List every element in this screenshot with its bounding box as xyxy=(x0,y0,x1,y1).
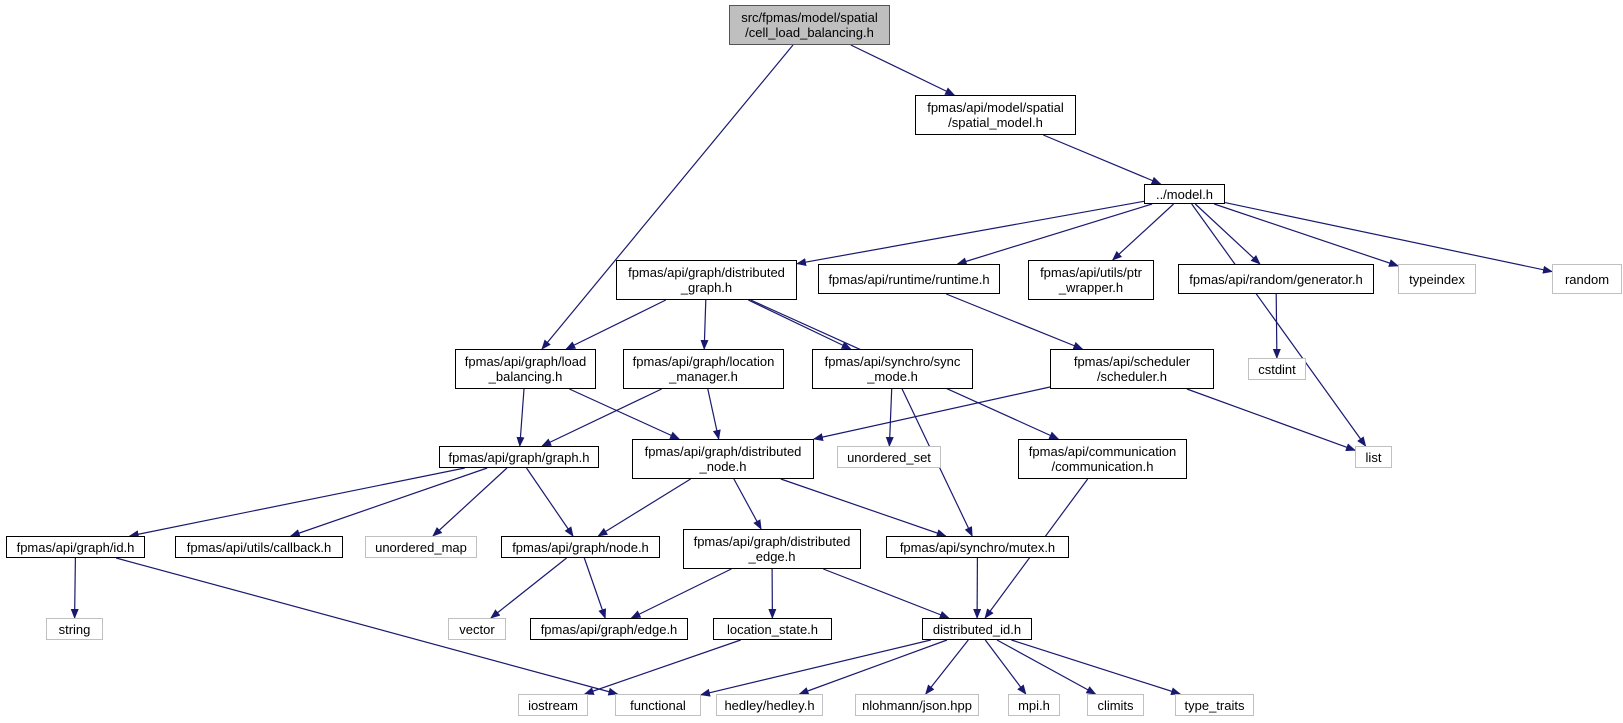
edge-distributed-node-to-mutex xyxy=(780,478,947,537)
node-edge[interactable]: fpmas/api/graph/edge.h xyxy=(530,618,688,640)
edge-distributed-id-to-type-traits xyxy=(1011,639,1182,696)
edge-graph-to-unordered-map xyxy=(432,467,508,537)
edge-node-to-vector xyxy=(490,557,567,619)
node-graph[interactable]: fpmas/api/graph/graph.h xyxy=(439,446,599,468)
node-sync-mode[interactable]: fpmas/api/synchro/sync _mode.h xyxy=(812,349,973,389)
node-typeindex: typeindex xyxy=(1398,264,1476,294)
node-location-state[interactable]: location_state.h xyxy=(713,618,832,640)
node-scheduler[interactable]: fpmas/api/scheduler /scheduler.h xyxy=(1050,349,1214,389)
edge-model-to-distributed-graph xyxy=(796,200,1145,267)
node-hedley: hedley/hedley.h xyxy=(716,694,823,716)
node-distributed-node[interactable]: fpmas/api/graph/distributed _node.h xyxy=(632,439,814,479)
edge-node-to-edge xyxy=(583,557,607,619)
edge-load-balancing-to-distributed-node xyxy=(569,388,681,440)
edge-spatial-model-to-model xyxy=(1043,134,1162,185)
node-climits: climits xyxy=(1087,694,1144,716)
edge-id-to-string xyxy=(70,557,79,619)
node-random: random xyxy=(1552,264,1622,294)
edge-location-manager-to-graph xyxy=(541,388,662,447)
node-communication[interactable]: fpmas/api/communication /communication.h xyxy=(1018,439,1187,479)
edge-distributed-edge-to-distributed-id xyxy=(823,568,950,619)
edge-distributed-id-to-climits xyxy=(996,639,1097,695)
edge-distributed-id-to-mpi xyxy=(984,639,1027,695)
edge-root-to-spatial-model xyxy=(850,44,956,96)
edge-sync-mode-to-unordered-set xyxy=(885,388,894,447)
edge-model-to-runtime xyxy=(956,203,1153,266)
node-mpi: mpi.h xyxy=(1008,694,1060,716)
edge-runtime-to-scheduler xyxy=(945,293,1084,350)
node-distributed-edge[interactable]: fpmas/api/graph/distributed _edge.h xyxy=(683,529,861,569)
node-location-manager[interactable]: fpmas/api/graph/location _manager.h xyxy=(623,349,784,389)
edge-location-state-to-iostream xyxy=(583,639,741,695)
node-list: list xyxy=(1355,446,1392,468)
node-type-traits: type_traits xyxy=(1175,694,1254,716)
edge-model-to-ptr-wrapper xyxy=(1111,203,1175,261)
node-callback[interactable]: fpmas/api/utils/callback.h xyxy=(175,536,343,558)
node-id[interactable]: fpmas/api/graph/id.h xyxy=(6,536,145,558)
edge-model-to-list xyxy=(1191,203,1367,447)
node-string: string xyxy=(46,618,103,640)
node-mutex[interactable]: fpmas/api/synchro/mutex.h xyxy=(886,536,1069,558)
edge-distributed-id-to-hedley xyxy=(798,639,948,695)
edge-distributed-node-to-node xyxy=(597,478,691,537)
edge-model-to-random xyxy=(1224,202,1553,274)
edge-graph-to-node xyxy=(526,467,574,537)
node-unordered-set: unordered_set xyxy=(837,446,941,468)
node-spatial-model[interactable]: fpmas/api/model/spatial /spatial_model.h xyxy=(915,95,1076,135)
node-json: nlohmann/json.hpp xyxy=(855,694,979,716)
edge-load-balancing-to-graph xyxy=(516,388,525,447)
node-runtime[interactable]: fpmas/api/runtime/runtime.h xyxy=(818,264,1000,294)
node-node[interactable]: fpmas/api/graph/node.h xyxy=(501,536,660,558)
node-generator[interactable]: fpmas/api/random/generator.h xyxy=(1178,264,1374,294)
node-load-balancing[interactable]: fpmas/api/graph/load _balancing.h xyxy=(455,349,596,389)
node-distributed-id[interactable]: distributed_id.h xyxy=(922,618,1032,640)
edge-distributed-id-to-functional xyxy=(700,639,931,697)
node-model[interactable]: ../model.h xyxy=(1144,184,1225,204)
edge-model-to-generator xyxy=(1194,203,1261,265)
edge-location-manager-to-distributed-node xyxy=(707,388,721,440)
edge-distributed-node-to-distributed-edge xyxy=(733,478,762,530)
node-functional: functional xyxy=(615,694,701,716)
edge-distributed-graph-to-location-manager xyxy=(700,299,709,350)
edge-graph-to-id xyxy=(128,467,465,539)
node-distributed-graph[interactable]: fpmas/api/graph/distributed _graph.h xyxy=(616,260,797,300)
edge-distributed-edge-to-edge xyxy=(630,568,732,619)
edge-scheduler-to-distributed-node xyxy=(812,386,1051,441)
node-cstdint: cstdint xyxy=(1248,358,1306,380)
edge-distributed-graph-to-sync-mode xyxy=(748,299,852,350)
node-iostream: iostream xyxy=(518,694,588,716)
edge-graph-to-callback xyxy=(289,467,488,537)
node-root[interactable]: src/fpmas/model/spatial /cell_load_balan… xyxy=(729,5,890,45)
node-vector: vector xyxy=(448,618,506,640)
edge-id-to-functional xyxy=(115,557,619,696)
edge-root-to-load-balancing xyxy=(541,44,794,350)
edge-scheduler-to-list xyxy=(1186,388,1356,451)
node-ptr-wrapper[interactable]: fpmas/api/utils/ptr _wrapper.h xyxy=(1028,260,1154,300)
edge-model-to-typeindex xyxy=(1214,203,1399,267)
edge-distributed-graph-to-load-balancing xyxy=(565,299,667,350)
node-unordered-map: unordered_map xyxy=(365,536,477,558)
edge-distributed-id-to-json xyxy=(925,639,969,695)
edge-generator-to-cstdint xyxy=(1272,293,1281,359)
